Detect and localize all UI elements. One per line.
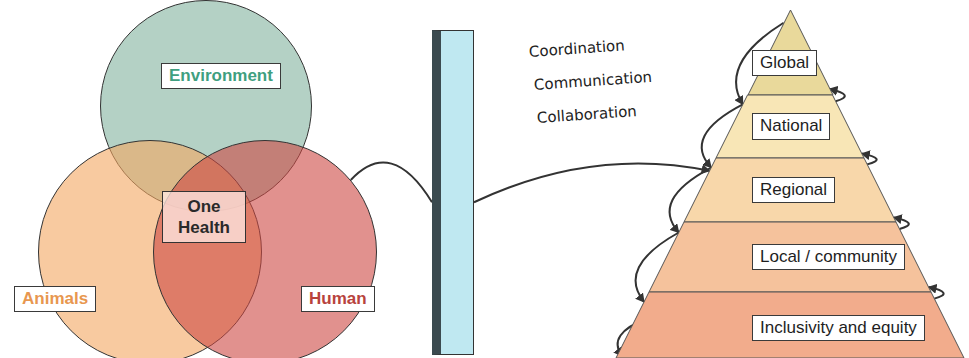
level-label: Local / community [752, 244, 905, 270]
center-label: One Health [171, 196, 237, 239]
regional-band: Regional [684, 158, 896, 222]
one-health-box: One Health [162, 191, 246, 244]
human-circle: Human [153, 140, 377, 358]
band-fill [616, 292, 964, 358]
level-label: Regional [752, 177, 835, 203]
band-fill [716, 95, 864, 158]
wall-label: Coordination [528, 36, 625, 61]
level-label: Global [752, 50, 817, 76]
band-fill [684, 158, 896, 222]
local-band: Local / community [649, 222, 931, 292]
level-label: National [752, 113, 830, 139]
curved-arrow [351, 163, 432, 203]
level-label: Inclusivity and equity [752, 315, 925, 341]
band-fill [748, 10, 833, 95]
circle-label: Animals [14, 286, 96, 312]
wall-panel: CoordinationCommunicationCollaboration [432, 30, 474, 355]
inclusivity-band: Inclusivity and equity [616, 292, 964, 358]
circle-label: Environment [161, 63, 281, 89]
circle-label: Human [301, 286, 375, 312]
wall-label: Collaboration [536, 102, 637, 127]
band-fill [649, 222, 931, 292]
national-band: National [716, 95, 864, 158]
global-band: Global [748, 10, 833, 95]
wall-label: Communication [533, 68, 652, 94]
